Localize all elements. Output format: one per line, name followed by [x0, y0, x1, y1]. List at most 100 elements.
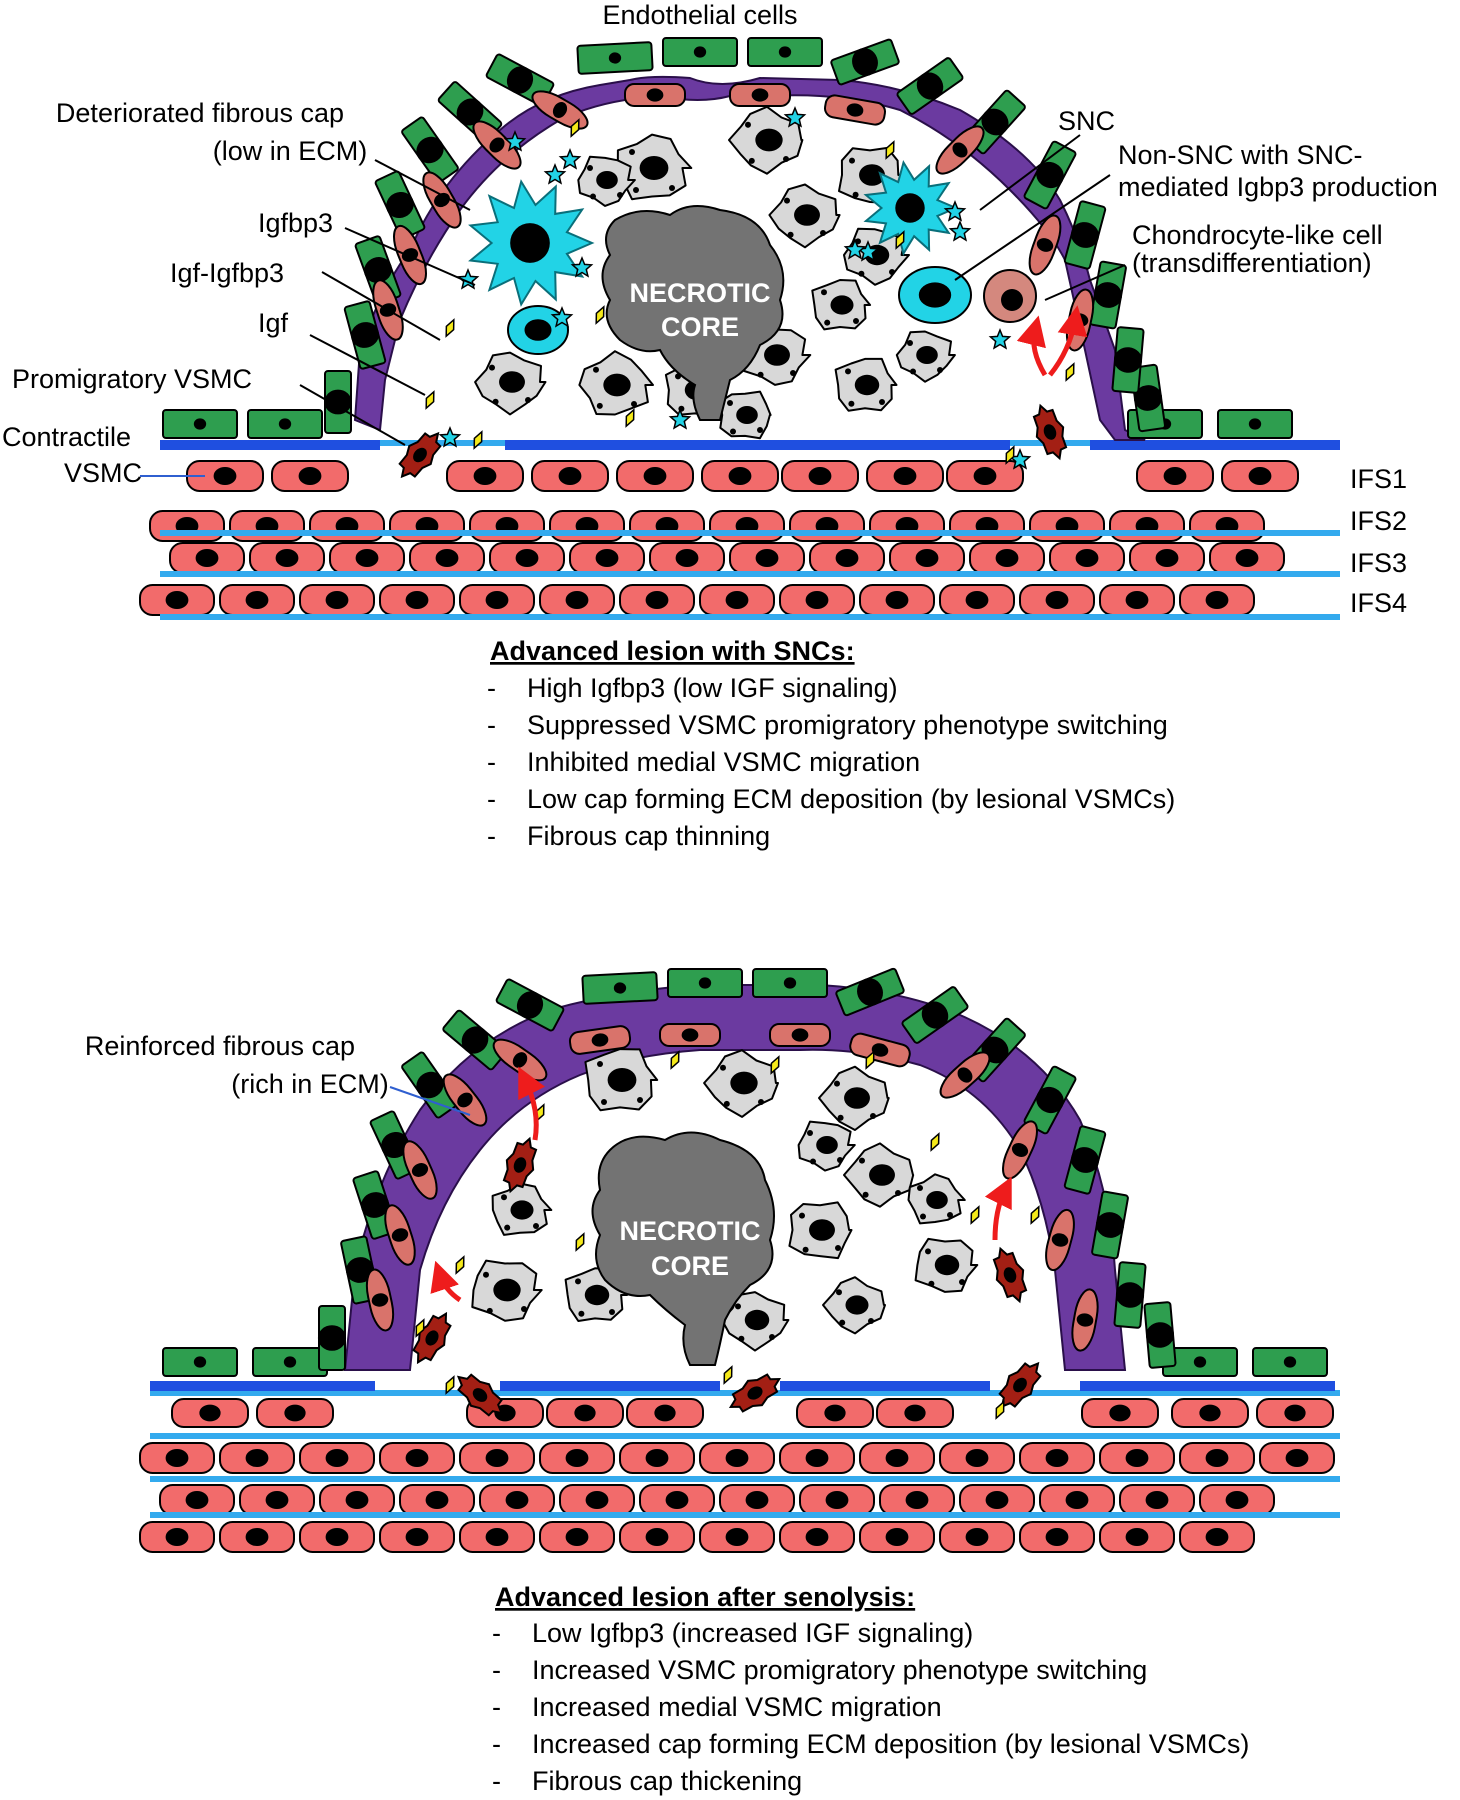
contractile-vsmc — [1099, 1442, 1175, 1474]
igf-marker — [625, 408, 635, 428]
contractile-vsmc — [459, 1521, 535, 1553]
contractile-vsmc — [319, 1484, 395, 1516]
label-igf: Igf — [258, 308, 289, 338]
endothelial-cell — [1063, 1125, 1107, 1195]
endothelial-cell — [324, 370, 352, 434]
lesional-vsmc — [531, 90, 589, 130]
contractile-vsmc — [729, 542, 805, 574]
endothelial-cell — [662, 37, 738, 67]
lesional-vsmc — [1071, 1288, 1099, 1352]
endothelial-cell — [896, 57, 964, 115]
igf-marker — [770, 1055, 780, 1075]
lesional-vsmc — [365, 1268, 395, 1332]
igfbp3-marker — [558, 148, 582, 170]
igf-marker — [445, 318, 455, 338]
internal-lamina-left — [150, 1381, 375, 1391]
panel-after-senolysis: NECROTIC CORE Reinforced fibrous cap (ri… — [85, 967, 1340, 1796]
internal-lamina-left — [160, 440, 380, 450]
igfbp3-marker — [843, 238, 867, 260]
endothelial-cell — [1091, 1190, 1129, 1260]
macrophage-foam-cell — [768, 183, 841, 249]
promigratory-vsmc — [992, 1246, 1028, 1304]
endothelial-cell — [162, 1347, 238, 1377]
vsmc-row — [186, 460, 1299, 492]
label-cap-2: (rich in ECM) — [231, 1069, 389, 1099]
label-nonsnc-1: Non-SNC with SNC- — [1118, 140, 1363, 170]
bullet-marker: - — [487, 784, 496, 814]
contractile-vsmc — [1179, 1442, 1255, 1474]
label-chondro-1: Chondrocyte-like cell — [1132, 220, 1383, 250]
igf-marker — [1005, 445, 1015, 465]
summary-bullet: Suppressed VSMC promigratory phenotype s… — [527, 710, 1168, 740]
macrophage-foam-cell — [788, 1201, 853, 1260]
macrophage-foam-cell — [811, 279, 872, 331]
summary-bullet: Fibrous cap thickening — [532, 1766, 802, 1796]
summary-bullet: Low Igfbp3 (increased IGF signaling) — [532, 1618, 973, 1648]
macrophage-foam-cell — [818, 1065, 890, 1131]
endothelial-cell — [1113, 1261, 1147, 1329]
promigratory-vsmc — [412, 1311, 452, 1365]
necrotic-core-label-1: NECROTIC — [630, 278, 771, 308]
macrophage-foam-cell — [718, 390, 772, 440]
igf-marker — [995, 1400, 1005, 1420]
contractile-vsmc — [1029, 510, 1105, 542]
contractile-vsmc — [446, 460, 524, 492]
lesional-vsmc — [442, 1073, 488, 1127]
endothelial-cell — [752, 968, 828, 998]
contractile-vsmc — [619, 1442, 695, 1474]
contractile-vsmc — [709, 510, 785, 542]
lesional-vsmc — [568, 1025, 632, 1055]
lamina-ifs3 — [160, 571, 1340, 577]
contractile-vsmc — [796, 1398, 874, 1428]
macrophage-foam-cell — [843, 1142, 915, 1208]
contractile-vsmc — [1019, 584, 1095, 616]
contractile-vsmc — [389, 510, 465, 542]
contractile-vsmc — [379, 1442, 455, 1474]
contractile-vsmc — [946, 460, 1024, 492]
arterial-media — [139, 1398, 1335, 1553]
contractile-vsmc — [939, 584, 1015, 616]
contractile-vsmc — [229, 510, 305, 542]
contractile-vsmc — [531, 460, 609, 492]
contractile-vsmc — [1099, 1521, 1175, 1553]
label-ifs3: IFS3 — [1350, 548, 1407, 578]
contractile-vsmc — [1221, 460, 1299, 492]
summary-bullet: Low cap forming ECM deposition (by lesio… — [527, 784, 1175, 814]
senescent-cell — [468, 179, 595, 307]
contractile-vsmc — [779, 1521, 855, 1553]
lesional-vsmc — [422, 171, 462, 229]
contractile-vsmc — [186, 460, 264, 492]
lamina-4 — [150, 1512, 1340, 1518]
contractile-vsmc — [799, 1484, 875, 1516]
bullet-marker: - — [492, 1655, 501, 1685]
lesional-vsmc — [402, 1140, 438, 1200]
macrophage-foam-cell — [577, 155, 636, 207]
leader-lines — [140, 134, 1126, 477]
endothelial-cell — [576, 41, 654, 75]
non-snc-cell — [898, 266, 972, 324]
contractile-vsmc — [299, 584, 375, 616]
igfbp3-marker — [570, 256, 594, 278]
contractile-vsmc — [1189, 510, 1265, 542]
summary-bullet: High Igfbp3 (low IGF signaling) — [527, 673, 898, 703]
contractile-vsmc — [539, 584, 615, 616]
igfbp3-marker — [438, 426, 462, 448]
contractile-vsmc — [379, 1521, 455, 1553]
macrophage-foam-cell — [471, 1259, 543, 1322]
endothelial-cell — [495, 978, 565, 1032]
contractile-vsmc — [1259, 1442, 1335, 1474]
bullet-marker: - — [492, 1618, 501, 1648]
igf-marker — [865, 1050, 875, 1070]
chondrocyte-like-cell — [983, 269, 1037, 323]
contractile-vsmc — [1179, 584, 1255, 616]
lesional-vsmc — [935, 125, 985, 175]
contractile-vsmc — [139, 1442, 215, 1474]
vsmc-row — [169, 542, 1285, 574]
contractile-vsmc — [256, 1398, 334, 1428]
igf-marker — [1030, 1205, 1040, 1225]
contractile-vsmc — [719, 1484, 795, 1516]
endothelial-cell — [835, 967, 905, 1017]
contractile-vsmc — [949, 510, 1025, 542]
contractile-vsmc — [939, 1521, 1015, 1553]
label-chondro-2: (transdifferentiation) — [1132, 248, 1372, 278]
